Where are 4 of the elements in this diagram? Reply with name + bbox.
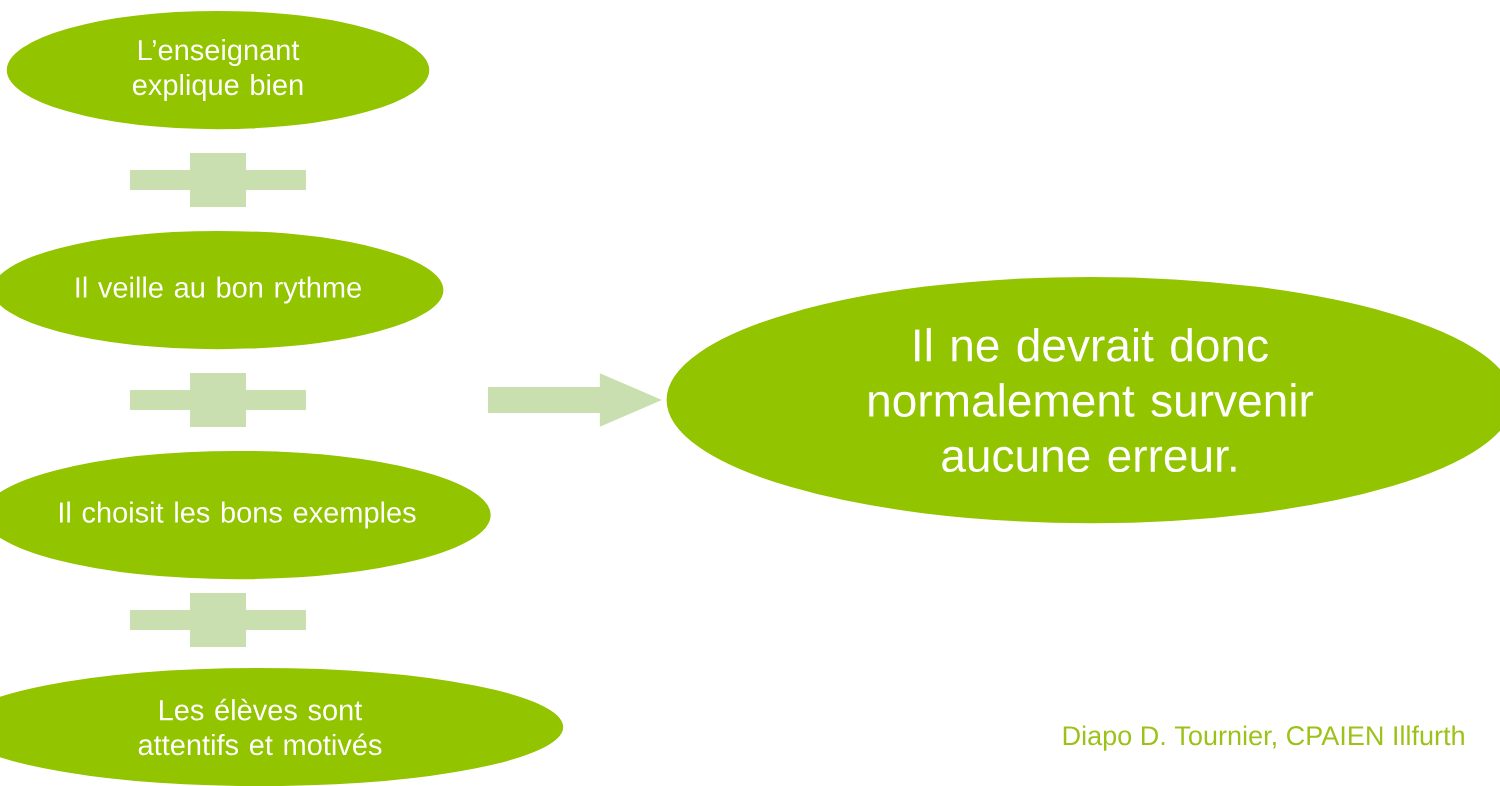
credit-text: Diapo D. Tournier, CPAIEN Illfurth (1063, 725, 1464, 751)
ellipse-node: Il ne devrait donc normalement survenir aucune erreur. (664, 275, 1500, 525)
ellipse-node: L’enseignant explique bien (5, 9, 432, 131)
ellipse-node: Les élèves sont attentifs et motivés (0, 666, 565, 786)
